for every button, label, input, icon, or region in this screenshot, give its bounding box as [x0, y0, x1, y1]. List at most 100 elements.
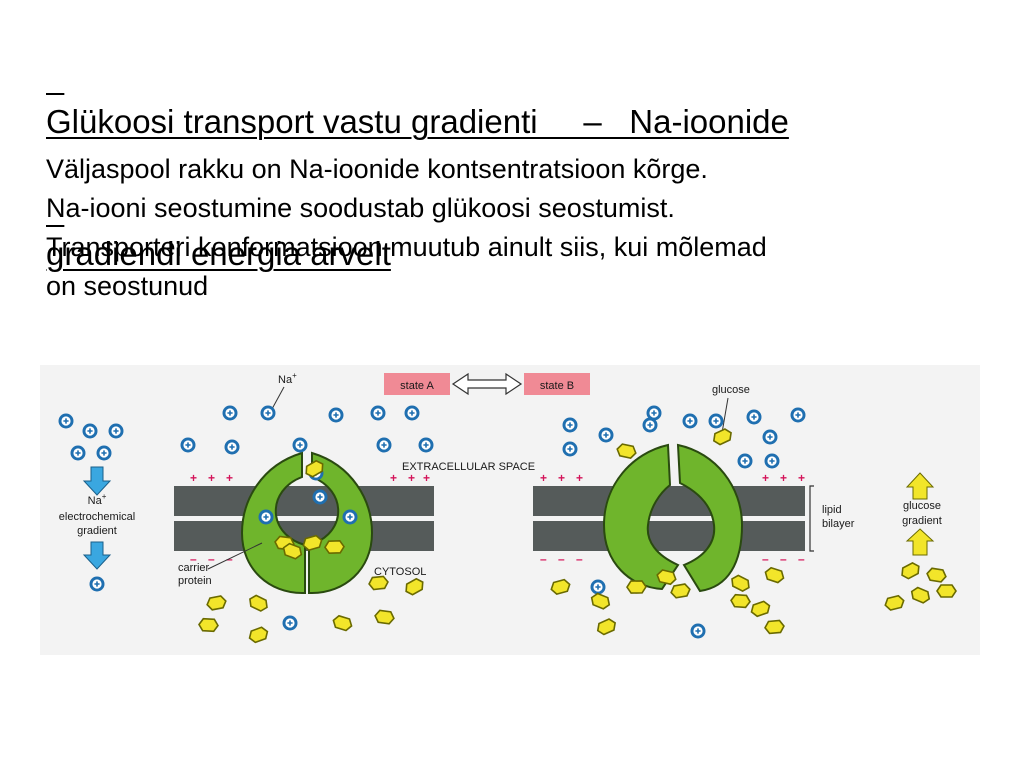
na-ion-icon	[561, 440, 579, 458]
carrier-protein-label-line1: carrier	[178, 562, 210, 574]
na-gradient-label-line3: gradient	[77, 525, 117, 537]
carrier-protein-state-a	[240, 451, 374, 594]
carrier-protein-pointer	[207, 542, 263, 570]
state-indicator: state A state B	[384, 372, 590, 396]
na-ion-icon	[375, 436, 393, 454]
na-ion-icon	[689, 622, 707, 640]
glucose-gradient-arrow-up-icon-lower	[905, 528, 935, 556]
slide-body: Väljaspool rakku on Na-ioonide kontsentr…	[46, 150, 996, 306]
na-ion-icon	[257, 508, 275, 526]
na-ion-icon	[327, 406, 345, 424]
state-b-label: state B	[540, 380, 574, 392]
na-ion-icon	[179, 436, 197, 454]
body-line-2: Na-iooni seostumine soodustab glükoosi s…	[46, 193, 675, 223]
na-ion-icon	[69, 444, 87, 462]
na-gradient-arrow-down-icon	[82, 541, 112, 570]
glucose-molecule-icon	[197, 617, 220, 633]
body-line-3: Transporteri konformatsioon muutub ainul…	[46, 232, 767, 262]
slide-title: Glükoosi transport vastu gradienti – Na-…	[46, 12, 986, 320]
lipid-bilayer-bracket	[809, 485, 814, 552]
glucose-na-symport-diagram: + + + + + + + + + + + + – – – – – – – – …	[40, 365, 980, 655]
plus-sign: +	[190, 471, 197, 485]
glucose-gradient-label-line1: glucose	[903, 500, 941, 512]
na-ion-icon	[403, 404, 421, 422]
na-ion-icon	[369, 404, 387, 422]
na-ion-icon	[88, 575, 106, 593]
na-ion-icon	[597, 426, 615, 444]
state-a-box	[384, 373, 450, 395]
na-gradient-label-line1: Na+	[88, 492, 107, 507]
glucose-molecule-icon	[729, 593, 752, 609]
glucose-molecule-icon	[323, 539, 346, 555]
na-ion-icon	[311, 488, 329, 506]
minus-sign: –	[190, 552, 197, 566]
na-ion-icon	[57, 412, 75, 430]
plus-sign: +	[780, 471, 787, 485]
carrier-protein-state-b	[602, 443, 744, 593]
glucose-molecule-icon	[763, 619, 786, 635]
na-ion-icon	[107, 422, 125, 440]
minus-sign: –	[762, 552, 769, 566]
na-ion-icon	[589, 578, 607, 596]
na-ion-icon	[81, 422, 99, 440]
na-gradient-arrow-icon	[82, 466, 112, 496]
glucose-gradient-arrow-up-icon	[905, 472, 935, 500]
plus-sign: +	[558, 471, 565, 485]
lipid-bilayer-right	[533, 486, 805, 551]
title-line-1: Glükoosi transport vastu gradienti – Na-…	[46, 103, 789, 140]
state-a-label: state A	[400, 380, 434, 392]
plus-sign: +	[540, 471, 547, 485]
na-ion-icon	[645, 404, 663, 422]
na-gradient-legend: Na+ electrochemical gradient	[59, 466, 135, 570]
plus-sign: +	[226, 471, 233, 485]
minus-sign: –	[208, 552, 215, 566]
plus-sign: +	[390, 471, 397, 485]
plus-sign: +	[762, 471, 769, 485]
glucose-molecule-icon	[367, 575, 390, 591]
minus-sign: –	[558, 552, 565, 566]
body-line-4: on seostunud	[46, 271, 209, 301]
na-ion-icon	[291, 436, 309, 454]
minus-sign: –	[780, 552, 787, 566]
na-ion-icon	[417, 436, 435, 454]
glucose-molecule-icon	[626, 580, 647, 594]
na-ion-icon	[763, 452, 781, 470]
plus-sign: +	[798, 471, 805, 485]
carrier-protein-label-line2: protein	[178, 575, 212, 587]
body-line-1: Väljaspool rakku on Na-ioonide kontsentr…	[46, 154, 708, 184]
glucose-molecule-icon	[936, 584, 957, 598]
glucose-gradient-label-line2: gradient	[902, 515, 942, 527]
title-line-2: gradiendi energia arvelt	[46, 235, 391, 272]
minus-sign: –	[798, 552, 805, 566]
lipid-label-line2: bilayer	[822, 518, 855, 530]
na-ion-icon	[223, 438, 241, 456]
na-ion-icon	[95, 444, 113, 462]
na-ion-icon	[341, 508, 359, 526]
extracellular-space-label: EXTRACELLULAR SPACE	[402, 461, 535, 473]
state-b-box	[524, 373, 590, 395]
na-label-pointer	[271, 386, 285, 410]
plus-sign: +	[576, 471, 583, 485]
na-ion-icon	[561, 416, 579, 434]
na-ion-icon	[681, 412, 699, 430]
minus-sign: –	[576, 552, 583, 566]
plus-sign: +	[408, 471, 415, 485]
na-ion-icon	[281, 614, 299, 632]
double-arrow-icon	[451, 372, 523, 396]
na-ion-icon	[745, 408, 763, 426]
na-ion-icon	[221, 404, 239, 422]
minus-sign: –	[540, 552, 547, 566]
plus-sign: +	[423, 471, 430, 485]
glucose-label: glucose	[712, 384, 750, 396]
cytosol-label: CYTOSOL	[374, 566, 426, 578]
plus-sign: +	[208, 471, 215, 485]
glucose-label-pointer	[721, 397, 729, 434]
na-ion-icon	[761, 428, 779, 446]
na-ion-icon	[259, 404, 277, 422]
na-ion-icon	[789, 406, 807, 424]
glucose-gradient-legend: glucose gradient	[902, 472, 942, 556]
lipid-label-line1: lipid	[822, 504, 842, 516]
na-ion-label: Na+	[278, 371, 297, 386]
na-ion-icon	[736, 452, 754, 470]
na-gradient-label-line2: electrochemical	[59, 511, 135, 523]
